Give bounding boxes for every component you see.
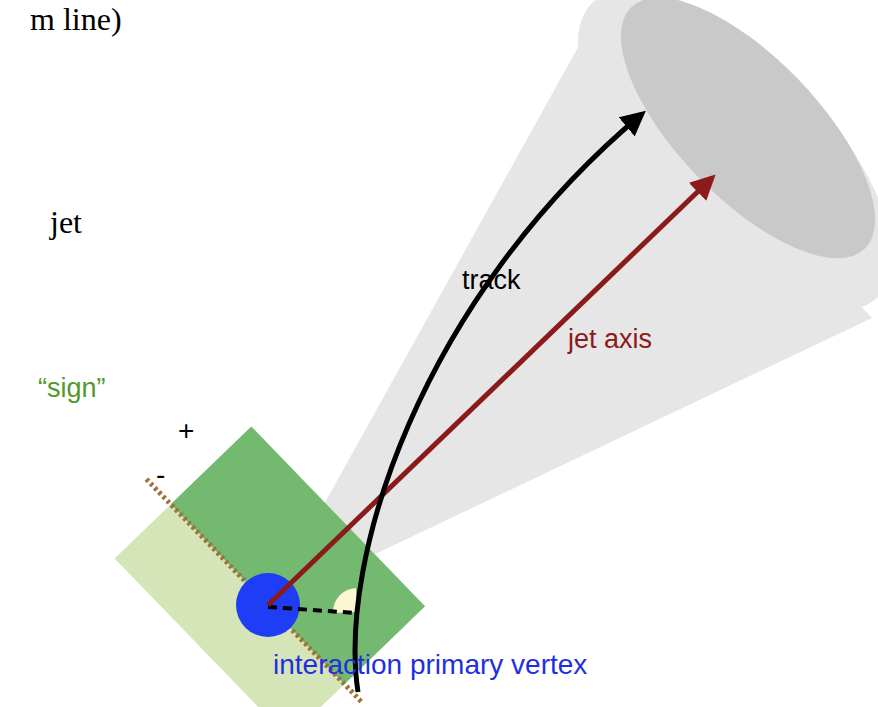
jet-cone [268,0,878,605]
vertex-label: interaction primary vertex [273,650,587,681]
track-curve [355,114,642,692]
impact-parameter [268,607,357,613]
partial-note: jet [50,205,82,240]
sign-label: “sign” [38,374,106,404]
plus-sign: + [178,416,194,447]
minus-sign: - [156,460,165,491]
jet-axis-label: jet axis [568,325,652,355]
partial-note: m line) [30,2,122,37]
jet-axis-arrow [268,178,712,605]
right-angle-marker [333,588,357,613]
track-label: track [462,266,521,296]
